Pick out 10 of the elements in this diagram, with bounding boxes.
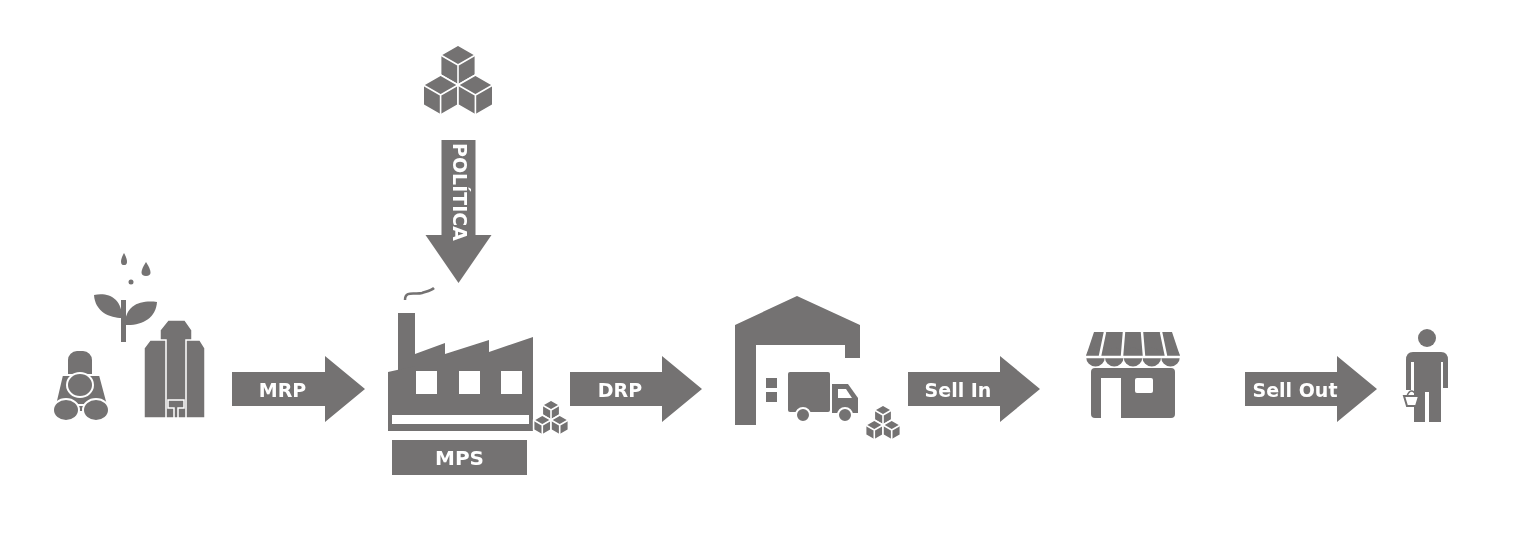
arrow-label: Sell Out	[1252, 380, 1338, 400]
block-arrow	[232, 356, 365, 422]
block-arrow	[908, 356, 1040, 422]
arrow-label: Sell In	[924, 380, 992, 400]
process-bar: MPS	[392, 440, 527, 475]
block-arrow	[1245, 356, 1377, 422]
block-arrow	[570, 356, 702, 422]
arrow-label: DRP	[597, 380, 643, 400]
arrow-label: MRP	[258, 380, 307, 400]
block-arrow	[425, 140, 492, 283]
